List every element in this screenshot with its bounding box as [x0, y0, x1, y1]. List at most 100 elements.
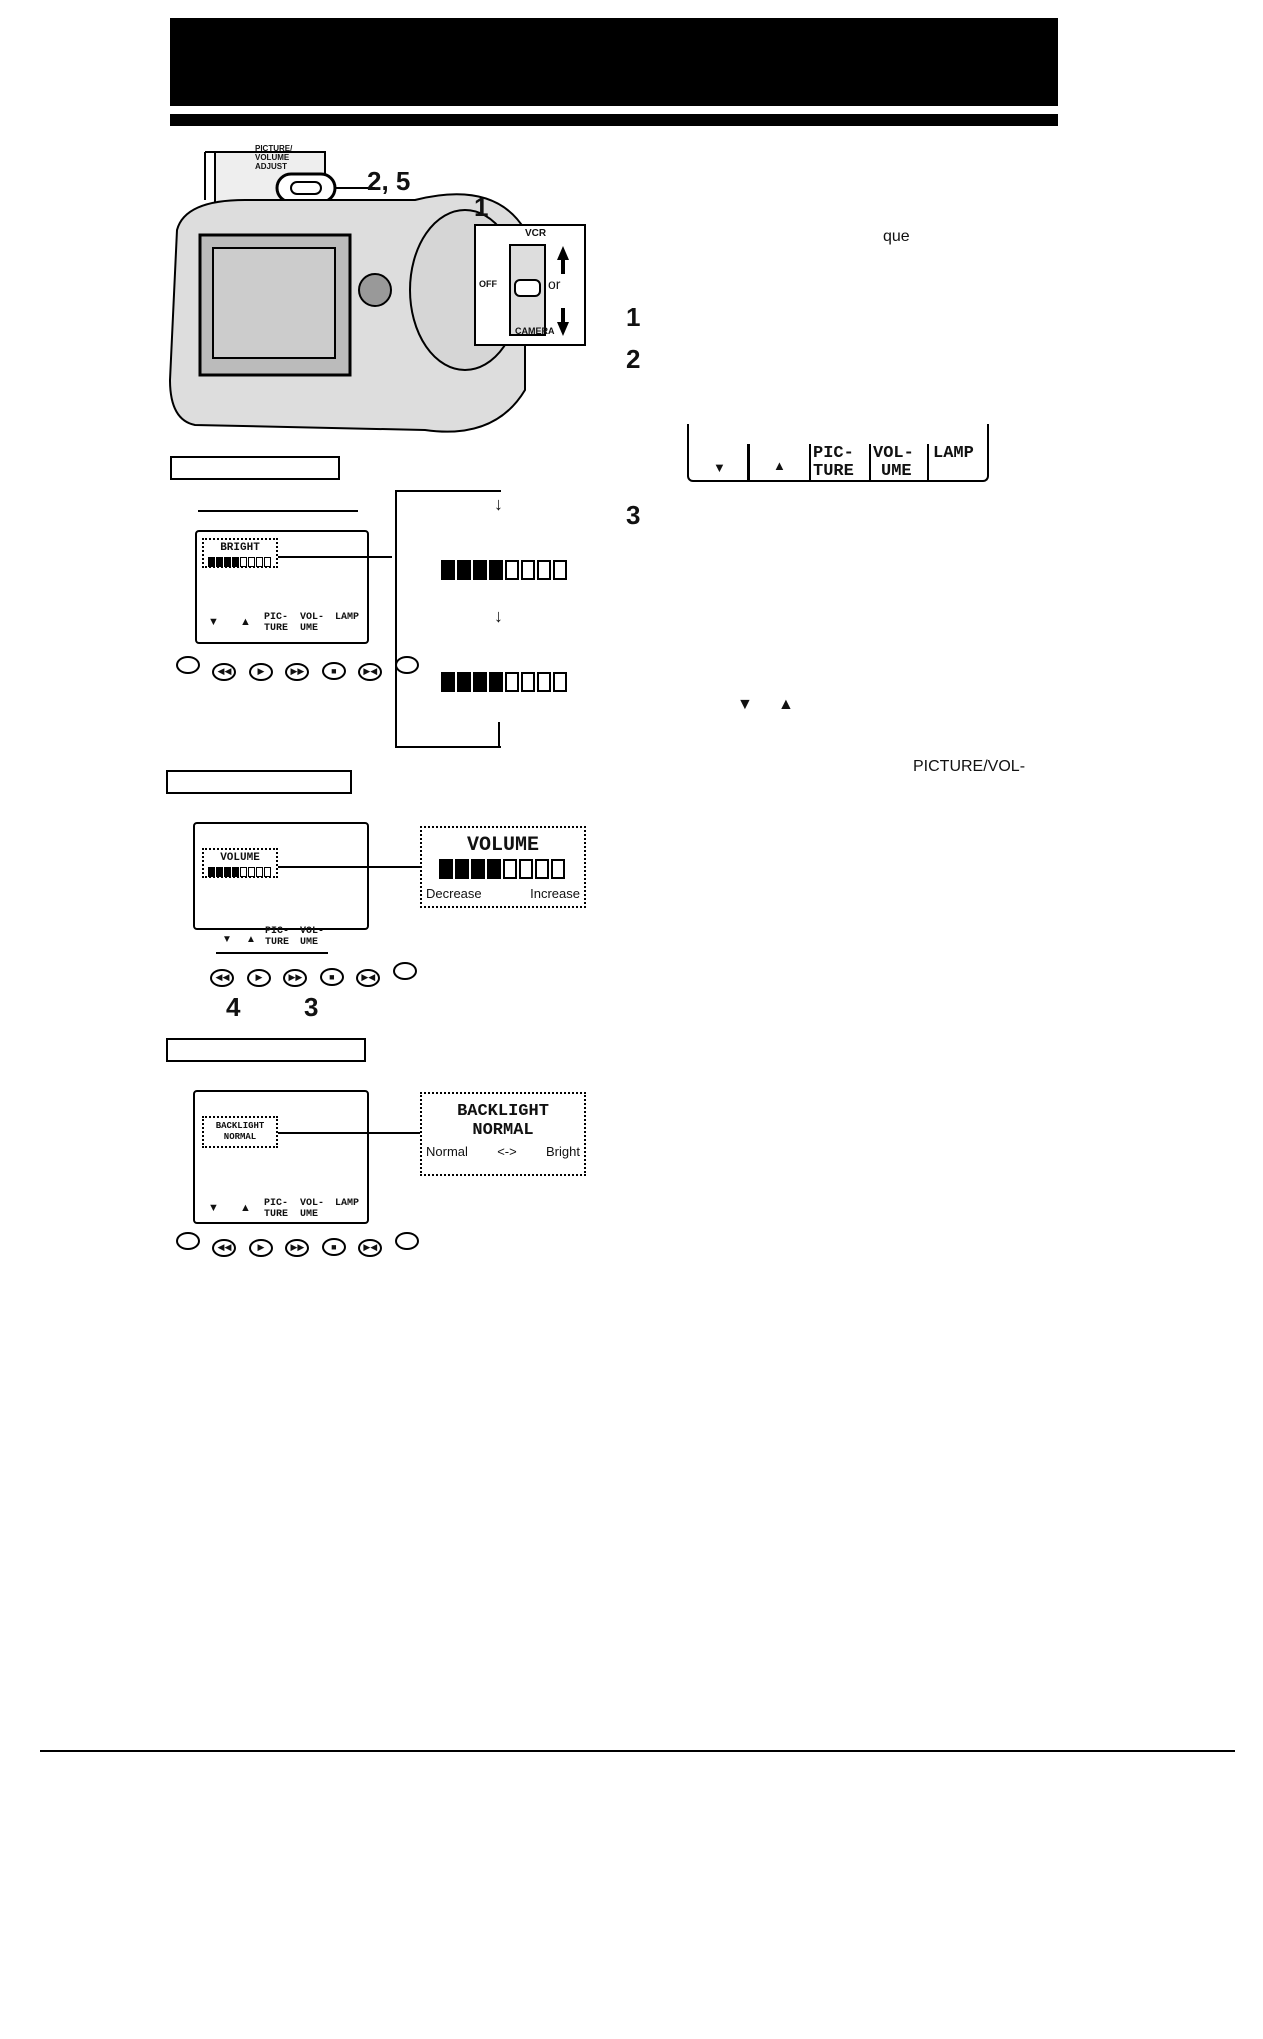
footer-rule [40, 1750, 1235, 1752]
lcd-screen-volume [193, 822, 369, 930]
play-button[interactable]: ▶ [248, 662, 273, 681]
strip-ume: UME [881, 462, 912, 481]
level-segment [216, 867, 223, 877]
skip-button[interactable]: ▶◀ [358, 1238, 383, 1257]
bright-level-bar [441, 672, 569, 697]
spacer [174, 962, 198, 980]
level-segment [441, 560, 455, 580]
menu-strip-box: ▼ ▲ PIC- TURE VOL- UME LAMP [687, 424, 989, 482]
menu-divider [809, 444, 811, 480]
down-arrow: ↓ [494, 606, 503, 626]
level-segment [224, 867, 231, 877]
menu-down-triangle: ▼ [713, 460, 726, 475]
step-number-3: 3 [626, 500, 641, 530]
level-segment [455, 859, 469, 879]
sequence-left-rule [395, 490, 397, 746]
stop-button[interactable]: ■ [321, 1238, 346, 1256]
fast-forward-button[interactable]: ▶▶ [283, 968, 308, 987]
mode-display-button[interactable] [394, 656, 419, 674]
osd-volume-box: VOLUME [202, 848, 278, 878]
level-segment [551, 859, 565, 879]
level-segment [505, 672, 519, 692]
level-segment [487, 859, 501, 879]
level-segment [537, 672, 551, 692]
strip-pic: PIC- [813, 444, 854, 463]
menu-divider [747, 444, 750, 480]
level-segment [216, 557, 223, 567]
osd-bright-box: BRIGHT [202, 538, 278, 568]
level-segment [224, 557, 231, 567]
volume-callout-title: VOLUME [466, 834, 539, 857]
mode-display-button[interactable] [392, 962, 417, 980]
osd-volume-level-bar [208, 864, 272, 882]
rewind-button[interactable]: ◀◀ [212, 662, 237, 681]
level-segment [264, 867, 271, 877]
callout-1: 1 [474, 192, 489, 222]
level-segment [457, 672, 471, 692]
menu-lamp-item: LAMP [335, 1198, 360, 1209]
menu-down-triangle: ▼ [208, 616, 219, 628]
level-segment [535, 859, 549, 879]
level-segment [208, 867, 215, 877]
header-rule [170, 114, 1058, 126]
level-segment [248, 557, 255, 567]
rewind-button[interactable]: ◀◀ [210, 968, 235, 987]
backlight-callout-box: BACKLIGHT NORMAL Normal <-> Bright [420, 1092, 586, 1176]
level-segment [521, 560, 535, 580]
rewind-button[interactable]: ◀◀ [212, 1238, 237, 1257]
control-button-row-1: ◀◀ ▶ ▶▶ ■ ▶◀ [176, 656, 427, 681]
osd-backlight-line2: NORMAL [223, 1132, 257, 1142]
stop-button[interactable]: ■ [319, 968, 344, 986]
tape-info-button[interactable] [176, 656, 200, 674]
camcorder-illustration [168, 151, 586, 433]
level-segment [256, 557, 263, 567]
level-segment [457, 560, 471, 580]
section-heading-box-backlight [166, 1038, 366, 1062]
skip-button[interactable]: ▶◀ [358, 662, 383, 681]
inline-down-triangle: ▼ [737, 696, 753, 713]
menu-down-triangle: ▼ [208, 1202, 219, 1214]
level-segment [553, 672, 567, 692]
level-segment [489, 672, 503, 692]
level-segment [521, 672, 535, 692]
volume-level-bar [422, 859, 584, 884]
text-fragment-que: que [883, 228, 910, 245]
fast-forward-button[interactable]: ▶▶ [285, 662, 310, 681]
lcd-screen-backlight [193, 1090, 369, 1224]
leader-line [278, 556, 392, 558]
picture-volume-adjust-label: PICTURE/ VOLUME ADJUST [255, 144, 293, 171]
bright-level-bar [441, 560, 569, 585]
step-number-1: 1 [626, 302, 641, 332]
osd-backlight-line1: BACKLIGHT [215, 1121, 265, 1131]
backlight-callout-line1: BACKLIGHT [457, 1102, 549, 1121]
header-bar [170, 18, 1058, 106]
skip-button[interactable]: ▶◀ [356, 968, 381, 987]
play-button[interactable]: ▶ [248, 1238, 273, 1257]
menu-picture-item: PIC- TURE [265, 926, 290, 948]
level-segment [553, 560, 567, 580]
control-button-row-2: ◀◀ ▶ ▶▶ ■ ▶◀ [174, 962, 425, 987]
mode-display-button[interactable] [394, 1232, 419, 1250]
callout-2-5: 2, 5 [367, 166, 411, 196]
fast-forward-button[interactable]: ▶▶ [285, 1238, 310, 1257]
level-segment [232, 867, 239, 877]
stop-button[interactable]: ■ [321, 662, 346, 680]
menu-divider [869, 444, 871, 480]
level-segment [537, 560, 551, 580]
level-segment [248, 867, 255, 877]
level-segment [441, 672, 455, 692]
level-segment [208, 557, 215, 567]
tape-info-button[interactable] [176, 1232, 200, 1250]
level-segment [240, 867, 247, 877]
level-segment [473, 560, 487, 580]
sequence-bottom-rule [395, 746, 501, 748]
menu-down-triangle: ▼ [222, 934, 232, 945]
switch-label-camera: CAMERA [515, 326, 555, 336]
menu-volume-item: VOL- UME [300, 1198, 325, 1220]
level-segment [264, 557, 271, 567]
strip-ture: TURE [813, 462, 854, 481]
play-button[interactable]: ▶ [246, 968, 271, 987]
menu-volume-item: VOL- UME [300, 612, 325, 634]
level-segment [256, 867, 263, 877]
level-segment [240, 557, 247, 567]
